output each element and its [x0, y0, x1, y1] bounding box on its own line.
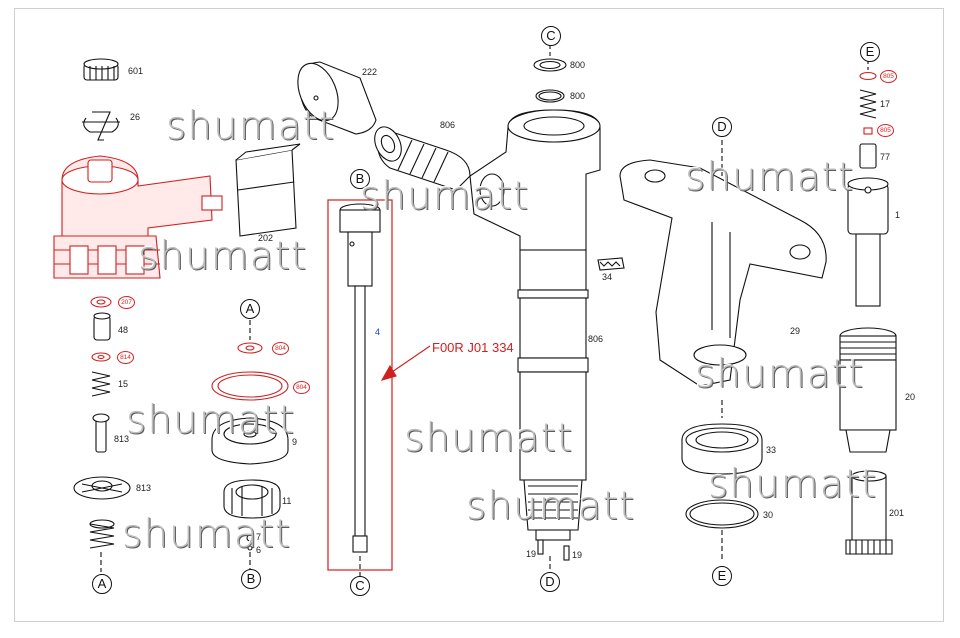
- label-813-armature: 813: [136, 483, 152, 493]
- marker-a-top: A: [240, 299, 260, 319]
- label-30: 30: [763, 510, 774, 520]
- marker-b-top: B: [350, 169, 370, 189]
- part-800-seal: [533, 58, 567, 72]
- label-813-bolt: 813: [114, 434, 130, 444]
- part-spring-lower: [89, 519, 115, 549]
- label-15: 15: [118, 379, 129, 389]
- part-4-control-valve: [339, 203, 381, 553]
- part-29-clamp: [619, 159, 827, 387]
- diagram-frame: [14, 8, 944, 622]
- watermark: shumatt: [695, 352, 865, 397]
- label-800-ring: 800: [570, 91, 586, 101]
- label-800-seal: 800: [570, 60, 586, 70]
- marker-d-bottom: D: [540, 572, 560, 592]
- part-7-ball: [246, 534, 254, 551]
- part-804-oring: [211, 371, 289, 401]
- part-20-nozzle-nut: [839, 327, 897, 453]
- label-6: 6: [256, 545, 262, 555]
- part-34-clip: [597, 257, 625, 271]
- part-804-washer: [237, 342, 263, 354]
- label-77: 77: [880, 152, 891, 162]
- part-805-shim-2: [863, 127, 873, 135]
- part-207-washer: [90, 296, 112, 308]
- part-number-callout: F00R J01 334: [432, 340, 514, 355]
- label-19-left: 19: [526, 549, 537, 559]
- part-813-bolt: [92, 413, 110, 453]
- label-806-fitting: 806: [440, 120, 456, 130]
- part-814-washer: [91, 352, 111, 362]
- callout-arrow: [380, 345, 431, 381]
- label-9: 9: [292, 437, 298, 447]
- watermark: shumatt: [122, 512, 292, 557]
- watermark: shumatt: [466, 484, 636, 529]
- marker-c-bottom: C: [350, 576, 370, 596]
- watermark: shumatt: [708, 462, 878, 507]
- part-48-sleeve: [93, 312, 111, 341]
- label-20: 20: [905, 392, 916, 402]
- label-48: 48: [118, 325, 129, 335]
- part-17-spring: [859, 89, 877, 119]
- red-label-805-shim: 805: [877, 124, 894, 137]
- red-label-207: 207: [118, 296, 135, 309]
- marker-e-top: E: [860, 42, 880, 62]
- red-label-805-top: 805: [880, 70, 897, 83]
- marker-d-top: D: [712, 117, 732, 137]
- part-805-shim: [859, 71, 877, 81]
- watermark: shumatt: [404, 416, 574, 461]
- watermark: shumatt: [126, 398, 296, 443]
- marker-e-bottom: E: [712, 566, 732, 586]
- solenoid-valve-assembly: [53, 155, 223, 279]
- label-29: 29: [790, 326, 801, 336]
- part-26-clip: [82, 111, 120, 141]
- label-17: 17: [880, 99, 891, 109]
- label-26: 26: [130, 112, 141, 122]
- part-33-nut: [681, 423, 763, 475]
- watermark: shumatt: [166, 104, 336, 149]
- label-201: 201: [889, 508, 905, 518]
- label-202: 202: [258, 233, 274, 243]
- watermark: shumatt: [685, 155, 855, 200]
- highlight-box-control-valve: [327, 199, 393, 571]
- part-813-armature: [73, 476, 131, 500]
- label-1: 1: [895, 210, 901, 220]
- part-77-pin: [859, 143, 877, 169]
- marker-a-bottom: A: [92, 574, 112, 594]
- label-222: 222: [362, 67, 378, 77]
- red-label-804-washer: 804: [272, 342, 289, 355]
- part-30-ring: [685, 499, 759, 529]
- red-label-804-oring: 804: [293, 381, 310, 394]
- part-19-pins: [537, 539, 570, 561]
- label-601: 601: [128, 66, 144, 76]
- part-806-inlet-fitting: [374, 126, 471, 191]
- part-15-spring: [91, 371, 111, 397]
- part-800-ring: [535, 89, 565, 103]
- part-11-nut: [223, 479, 281, 519]
- part-201-sleeve: [845, 470, 893, 555]
- label-4: 4: [375, 327, 381, 337]
- label-11: 11: [282, 496, 292, 506]
- label-806-body: 806: [588, 334, 604, 344]
- label-7: 7: [256, 532, 262, 542]
- red-label-814: 814: [117, 351, 134, 364]
- watermark: shumatt: [360, 174, 530, 219]
- watermark: shumatt: [138, 234, 308, 279]
- label-33: 33: [766, 445, 777, 455]
- part-202-connector: [235, 143, 301, 237]
- part-806-injector-body: [469, 109, 601, 541]
- part-9-valve-plate: [211, 417, 289, 465]
- part-222-cap: [297, 61, 377, 135]
- part-1-nozzle: [847, 177, 889, 307]
- label-19-right: 19: [572, 550, 583, 560]
- marker-b-bottom: B: [241, 569, 261, 589]
- label-34: 34: [602, 272, 613, 282]
- part-601-nut: [83, 58, 119, 81]
- marker-c-top: C: [541, 26, 561, 46]
